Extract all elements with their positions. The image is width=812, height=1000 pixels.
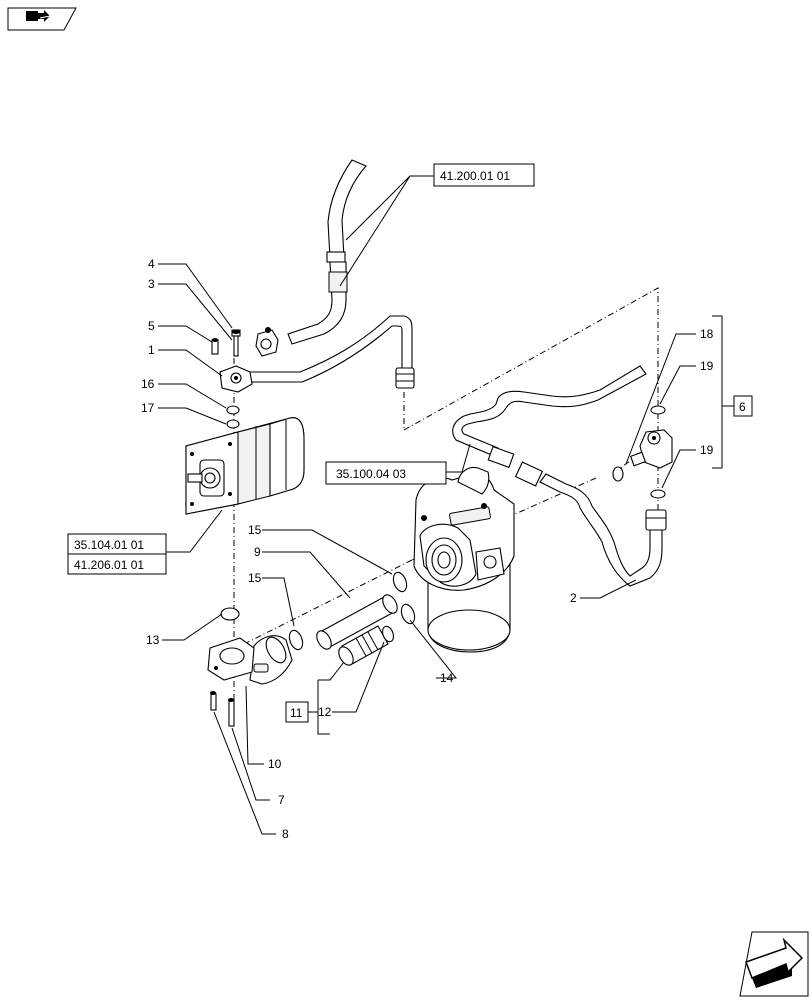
- bolt-5: [211, 338, 219, 355]
- ref-link-35-104-01-01[interactable]: 35.104.01 01: [67, 533, 167, 555]
- callout-labels: 4 3 5 1 16 17 15 9 15 13 14 12 10 7 8 2 …: [141, 257, 714, 841]
- callout-18: 18: [700, 327, 714, 341]
- ref-link-41-200-01-01[interactable]: 41.200.01 01: [433, 163, 535, 187]
- ref-41-206-01-01-text: 41.206.01 01: [74, 558, 144, 572]
- tube-9: [316, 594, 398, 650]
- flange-13: [207, 637, 255, 681]
- filter-housing: [413, 466, 515, 653]
- o-ring-19-top: [650, 405, 666, 415]
- adapter-fitting-6: [629, 429, 673, 469]
- leader-lines: [158, 175, 734, 835]
- o-ring-15-upper: [392, 571, 408, 593]
- callout-1: 1: [148, 343, 155, 357]
- pipe-2: [514, 461, 667, 587]
- callout-9: 9: [254, 545, 261, 559]
- next-page-button[interactable]: [739, 931, 809, 997]
- o-ring-13: [220, 607, 240, 621]
- callout-13: 13: [146, 633, 160, 647]
- bolt-8: [210, 691, 217, 711]
- pipe-return-35-100: [452, 365, 647, 469]
- callout-12: 12: [318, 705, 332, 719]
- boxed-callout-6-text: 6: [739, 400, 746, 414]
- arrow-next-icon: [745, 937, 804, 988]
- banjo-fitting-1: [219, 365, 253, 393]
- callout-10: 10: [268, 757, 282, 771]
- gear-pump: [185, 417, 305, 515]
- o-ring-18: [612, 466, 624, 482]
- callout-19-top: 19: [700, 359, 714, 373]
- ref-link-41-206-01-01[interactable]: 41.206.01 01: [67, 553, 167, 575]
- ref-41-200-01-01-text: 41.200.01 01: [440, 169, 510, 183]
- ref-35-100-04-03-text: 35.100.04 03: [336, 467, 406, 481]
- boxed-callout-6[interactable]: 6: [733, 395, 753, 417]
- folder-arrow-icon: [26, 10, 51, 22]
- callout-15-upper: 15: [248, 523, 262, 537]
- callout-2: 2: [570, 591, 577, 605]
- callout-8: 8: [282, 827, 289, 841]
- banjo-fitting-upper: [255, 327, 279, 357]
- callout-15-lower: 15: [248, 571, 262, 585]
- callout-19-bottom: 19: [700, 443, 714, 457]
- flexible-hose-top: [287, 159, 367, 345]
- connector-11: [338, 625, 389, 666]
- pipe-upper: [243, 315, 415, 389]
- ref-link-35-100-04-03[interactable]: 35.100.04 03: [325, 461, 447, 485]
- callout-14: 14: [440, 671, 454, 685]
- callout-4: 4: [148, 257, 155, 271]
- bolt-4: [231, 329, 241, 357]
- o-ring-17: [226, 419, 240, 429]
- callout-7: 7: [278, 793, 285, 807]
- bolt-7: [228, 698, 235, 727]
- boxed-callout-11[interactable]: 11: [285, 701, 309, 723]
- callout-16: 16: [141, 377, 155, 391]
- elbow-10: [249, 635, 293, 685]
- callout-3: 3: [148, 277, 155, 291]
- o-ring-16: [226, 405, 240, 415]
- o-ring-15-lower: [288, 629, 304, 651]
- o-ring-19-bottom: [650, 489, 666, 499]
- prev-page-button[interactable]: [7, 7, 77, 31]
- callout-5: 5: [148, 319, 155, 333]
- ref-35-104-01-01-text: 35.104.01 01: [74, 538, 144, 552]
- callout-17: 17: [141, 401, 155, 415]
- o-ring-14: [400, 603, 416, 625]
- boxed-callout-11-text: 11: [290, 706, 303, 720]
- o-ring-12: [382, 625, 394, 643]
